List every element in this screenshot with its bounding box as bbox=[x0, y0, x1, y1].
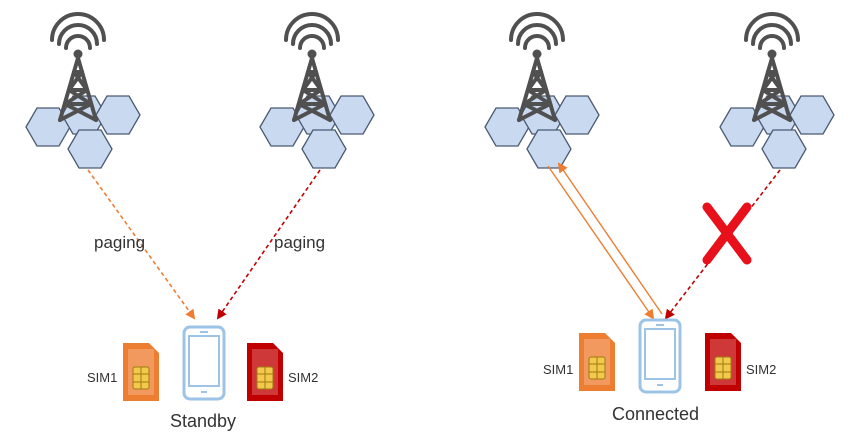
sim2-label-left: SIM2 bbox=[288, 370, 318, 385]
sim1-label-right: SIM1 bbox=[543, 362, 573, 377]
connection-link-down bbox=[547, 165, 655, 320]
sim-card-icon bbox=[704, 332, 742, 392]
smartphone-icon bbox=[182, 325, 226, 401]
cross-icon bbox=[702, 202, 752, 265]
sim2-label-right: SIM2 bbox=[746, 362, 776, 377]
connection-link-up bbox=[557, 162, 663, 315]
paging-link-sim2 bbox=[216, 169, 321, 320]
paging-link-sim1 bbox=[87, 169, 196, 320]
sim1-label-left: SIM1 bbox=[87, 370, 117, 385]
sim-card-icon bbox=[246, 342, 284, 402]
smartphone-icon bbox=[638, 318, 682, 394]
sim-card-icon bbox=[122, 342, 160, 402]
paging-label-left: paging bbox=[94, 233, 145, 252]
sim-card-icon bbox=[578, 332, 616, 392]
state-label-standby: Standby bbox=[170, 411, 236, 431]
paging-label-right: paging bbox=[274, 233, 325, 252]
state-label-connected: Connected bbox=[612, 404, 699, 424]
